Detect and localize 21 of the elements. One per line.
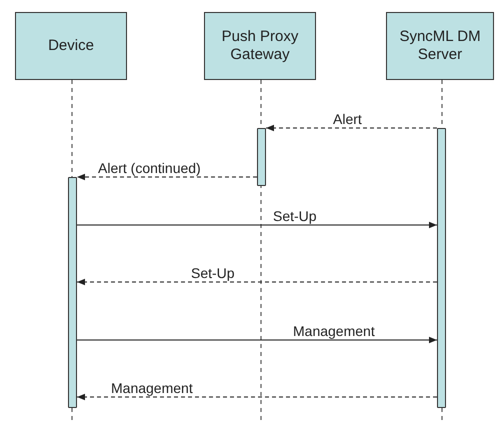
- message-label: Set-Up: [272, 209, 318, 224]
- participant-box: [15, 12, 127, 80]
- arrow: [76, 174, 258, 180]
- arrow: [76, 222, 438, 228]
- arrow: [76, 278, 438, 286]
- message-label: Management: [292, 324, 376, 339]
- arrow: [266, 124, 438, 132]
- participant-box: [386, 12, 494, 80]
- message-label: Management: [110, 381, 194, 396]
- participant-box: [204, 12, 316, 80]
- participant-name: Push Proxy Gateway: [220, 28, 300, 64]
- message-label: Alert: [332, 112, 363, 127]
- participant-name: SyncML DM Server: [398, 28, 482, 64]
- activation-bar: [68, 177, 77, 408]
- message-label: Set-Up: [190, 266, 236, 281]
- arrow: [76, 336, 438, 344]
- activation-bar: [257, 128, 266, 186]
- arrow: [76, 394, 438, 400]
- message-label: Alert (continued): [97, 161, 202, 176]
- participant-name: Device: [48, 37, 94, 55]
- activation-bar: [437, 128, 446, 408]
